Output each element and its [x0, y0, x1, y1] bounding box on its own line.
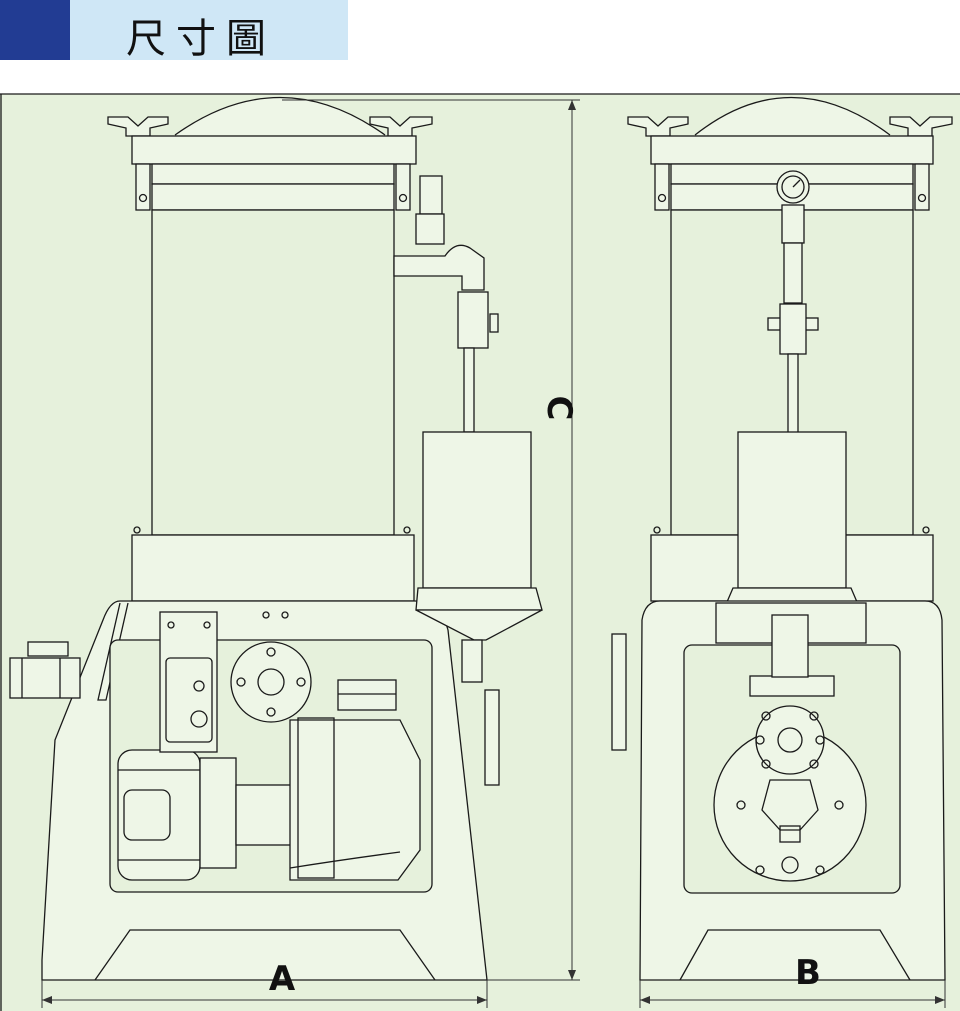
dimension-label-b: B [795, 953, 821, 993]
title-accent-block [0, 0, 70, 60]
title-header: 尺寸圖 [0, 0, 348, 62]
dimension-lines [41, 99, 946, 1008]
page-title: 尺寸圖 [126, 16, 276, 62]
title-band [70, 0, 348, 60]
front-view [9, 96, 543, 981]
side-view [611, 96, 953, 981]
dimension-label-c: C [539, 396, 579, 421]
dimension-label-a: A [269, 959, 296, 999]
